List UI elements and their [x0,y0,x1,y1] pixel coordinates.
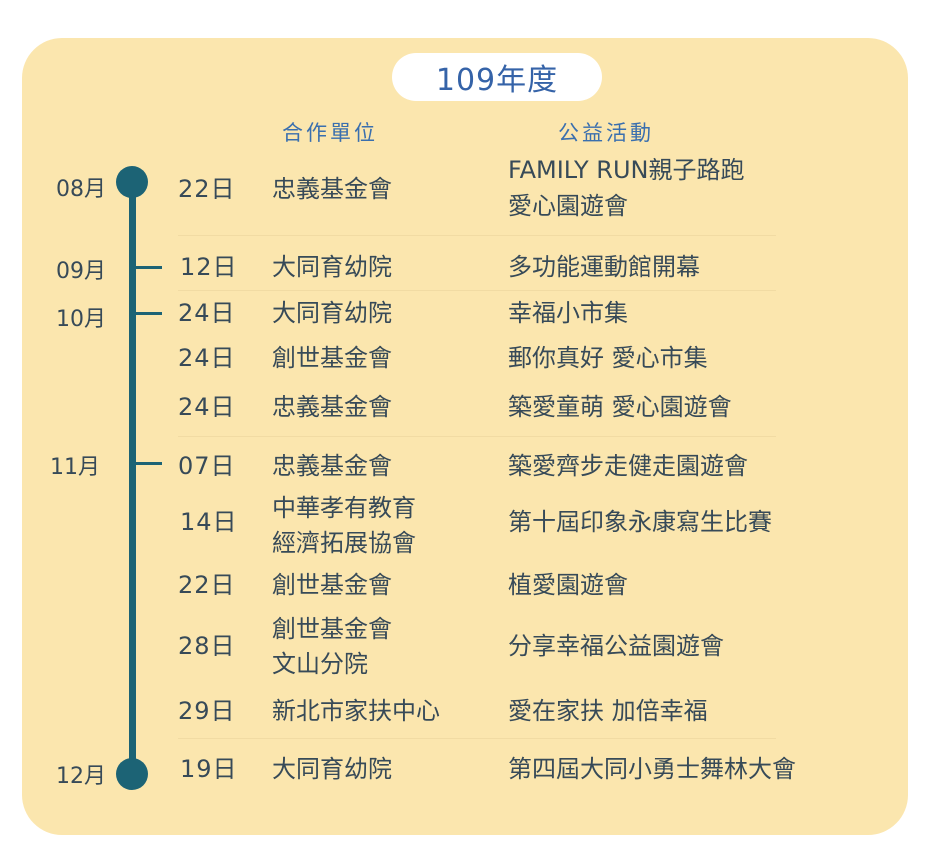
timeline-start-dot [116,166,148,198]
month-label-nov: 11月 [50,455,100,480]
event-day: 19日 [180,755,238,783]
event-activity: FAMILY RUN親子路跑 [508,156,745,184]
year-title: 109年度 [392,53,602,101]
event-day: 28日 [178,632,236,660]
event-day: 22日 [178,175,236,203]
event-day: 12日 [180,253,238,281]
activity-header: 公益活動 [558,121,654,145]
event-partner: 新北市家扶中心 [272,697,440,725]
event-partner: 中華孝有教育 [272,494,416,522]
event-activity: 植愛園遊會 [508,571,628,599]
event-partner: 大同育幼院 [272,253,392,281]
event-activity: 幸福小市集 [508,299,628,327]
event-partner: 大同育幼院 [272,299,392,327]
row-separator [178,235,776,236]
event-activity: 愛在家扶 加倍幸福 [508,697,708,725]
row-separator [178,290,776,291]
event-partner: 大同育幼院 [272,755,392,783]
event-partner: 創世基金會 [272,571,392,599]
month-label-sep: 09月 [56,259,106,284]
event-day: 22日 [178,571,236,599]
event-partner: 創世基金會 [272,615,392,643]
row-separator [178,436,776,437]
event-partner: 忠義基金會 [272,175,392,203]
event-partner: 創世基金會 [272,344,392,372]
event-partner: 忠義基金會 [272,393,392,421]
month-tick-nov [136,462,162,465]
event-activity: 愛心園遊會 [508,192,628,220]
month-label-oct: 10月 [56,307,106,332]
event-activity: 多功能運動館開幕 [508,253,700,281]
month-label-aug: 08月 [56,177,106,202]
month-tick-sep [136,266,162,269]
event-day: 24日 [178,344,236,372]
partner-header: 合作單位 [282,121,378,145]
event-activity: 第十屆印象永康寫生比賽 [508,508,772,536]
event-day: 24日 [178,299,236,327]
event-activity: 築愛童萌 愛心園遊會 [508,393,732,421]
event-partner: 文山分院 [272,650,368,678]
timeline-line [129,182,136,772]
event-day: 29日 [178,697,236,725]
month-tick-oct [136,312,162,315]
event-activity: 築愛齊步走健走園遊會 [508,452,748,480]
event-day: 24日 [178,393,236,421]
event-day: 14日 [180,508,238,536]
row-separator [178,738,776,739]
event-day: 07日 [178,452,236,480]
month-label-dec: 12月 [56,764,106,789]
event-activity: 分享幸福公益園遊會 [508,632,724,660]
event-activity: 第四屆大同小勇士舞林大會 [508,755,796,783]
timeline-end-dot [116,758,148,790]
event-partner: 經濟拓展協會 [272,529,416,557]
event-activity: 郵你真好 愛心市集 [508,344,708,372]
event-partner: 忠義基金會 [272,452,392,480]
